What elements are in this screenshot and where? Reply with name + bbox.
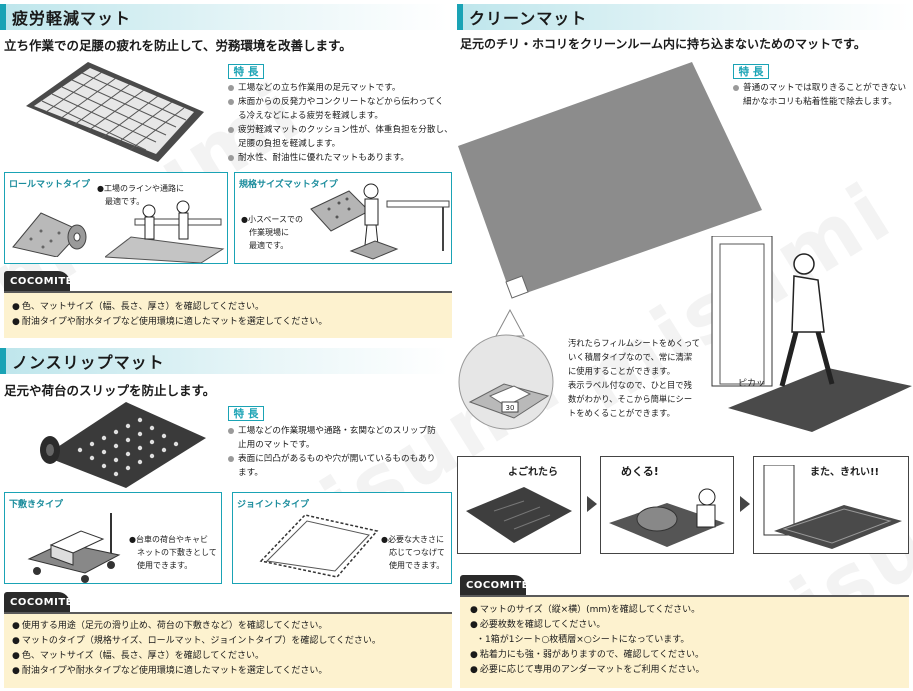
list-item: 表面に凹凸があるものや穴が開いているものもあり	[228, 452, 436, 466]
list-item: 普通のマットでは取りきることができない	[733, 81, 906, 95]
arrow-icon	[740, 496, 750, 512]
workers-illustration	[105, 200, 225, 263]
nonslip-lead: 足元や荷台のスリップを防止します。	[4, 383, 216, 398]
nonslip-check-list: ●使用する用途（足元の滑り止め、荷台の下敷きなど）を確認してください。 ●マット…	[12, 619, 381, 679]
dirty-mat-icon	[466, 487, 572, 543]
roll-mat-type-box: ロールマットタイプ ●工場のラインや通路に 最適です。	[4, 172, 228, 264]
nonslip-feature-badge: 特 長	[228, 406, 264, 421]
under-mat-note: ●台車の荷台やキャビ ネットの下敷きとして 使用できます。	[129, 535, 217, 570]
joint-mat-type-title: ジョイントタイプ	[237, 500, 310, 510]
roll-mat-note: ●工場のラインや通路に 最適です。	[97, 184, 184, 206]
under-mat-type-box: 下敷きタイプ ●台車の荷台やキャビ ネットの下敷きとして 使用できます。	[4, 492, 222, 584]
nonslip-section-header: ノンスリップマット	[0, 348, 448, 374]
clean-check-box: ●マットのサイズ（縦×横）(mm)を確認してください。 ●必要枚数を確認してくだ…	[460, 595, 909, 688]
step-panel-clean: また、きれい!!	[753, 456, 909, 554]
joint-mat-illustration	[259, 514, 379, 578]
fatigue-mat-illustration	[26, 62, 204, 162]
cocomite-badge: COCOMITE	[4, 271, 73, 291]
list-item: 細かなホコリも粘着性能で除去します。	[743, 97, 897, 107]
label-zoom-illustration: 30	[458, 308, 554, 430]
list-item: ●必要に応じて専用のアンダーマットをご利用ください。	[470, 665, 705, 675]
list-item: ●色、マットサイズ（幅、長さ、厚さ）を確認してください。	[12, 651, 265, 661]
cocomite-badge: COCOMITE	[460, 575, 529, 595]
list-item: 止用のマットです。	[238, 440, 315, 450]
list-item: ●マットのタイプ（規格サイズ、ロールマット、ジョイントタイプ）を確認してください…	[12, 636, 381, 646]
doorway-person-illustration: ピカッ	[711, 236, 912, 432]
step-panel-peel: めくる!	[600, 456, 734, 554]
list-item: 耐水性、耐油性に優れたマットもあります。	[228, 151, 453, 165]
clean-check-list: ●マットのサイズ（縦×横）(mm)を確認してください。 ●必要枚数を確認してくだ…	[470, 603, 705, 678]
list-item: ●使用する用途（足元の滑り止め、荷台の下敷きなど）を確認してください。	[12, 621, 328, 631]
clean-feature-badge: 特 長	[733, 64, 769, 79]
step-panel-dirty: よごれたら	[457, 456, 581, 554]
list-item: ●色、マットサイズ（幅、長さ、厚さ）を確認してください。	[12, 302, 265, 312]
list-item: 工場などの立ち作業用の足元マットです。	[228, 81, 453, 95]
fatigue-title: 疲労軽減マット	[12, 9, 132, 28]
roll-mat-type-title: ロールマットタイプ	[9, 180, 91, 190]
peeling-mat-icon	[609, 488, 725, 547]
clean-mat-sheet-illustration	[458, 62, 762, 299]
standard-mat-note: ●小スペースでの 作業現場に 最適です。	[241, 215, 304, 250]
list-item: ●耐油タイプや耐水タイプなど使用環境に適したマットを選定してください。	[12, 317, 328, 327]
nonslip-check-box: ●使用する用途（足元の滑り止め、荷台の下敷きなど）を確認してください。 ●マット…	[4, 612, 452, 688]
step3-label: また、きれい!!	[810, 467, 880, 478]
list-item: 工場などの作業現場や通路・玄関などのスリップ防	[228, 424, 436, 438]
fatigue-section-header: 疲労軽減マット	[0, 4, 448, 30]
fatigue-check-box: ●色、マットサイズ（幅、長さ、厚さ）を確認してください。 ●耐油タイプや耐水タイ…	[4, 291, 452, 338]
fatigue-feature-badge: 特 長	[228, 64, 264, 79]
clean-lead: 足元のチリ・ホコリをクリーンルーム内に持ち込まないためのマットです。	[460, 37, 866, 51]
clean-caption: 汚れたらフィルムシートをめくって いく積層タイプなので、常に清潔 に使用すること…	[568, 338, 701, 418]
clean-section-header: クリーンマット	[457, 4, 913, 30]
list-item: ・1箱が1シート○枚積層×○シートになっています。	[476, 635, 690, 645]
standard-mat-type-title: 規格サイズマットタイプ	[239, 180, 338, 190]
step1-label: よごれたら	[508, 467, 558, 478]
fatigue-lead: 立ち作業での足腰の疲れを防止して、労務環境を改善します。	[4, 38, 352, 53]
sign-text: ピカッ	[738, 378, 765, 389]
list-item: ●粘着力にも強・弱がありますので、確認してください。	[470, 650, 704, 660]
list-item: 疲労軽減マットのクッション性が、体重負担を分散し、	[228, 123, 453, 137]
nonslip-title: ノンスリップマット	[12, 353, 165, 372]
nonslip-feature-list: 工場などの作業現場や通路・玄関などのスリップ防 止用のマットです。 表面に凹凸が…	[228, 424, 436, 480]
list-item: ●マットのサイズ（縦×横）(mm)を確認してください。	[470, 605, 701, 615]
arrow-icon	[587, 496, 597, 512]
fatigue-check-list: ●色、マットサイズ（幅、長さ、厚さ）を確認してください。 ●耐油タイプや耐水タイ…	[12, 300, 327, 330]
under-mat-type-title: 下敷きタイプ	[9, 500, 64, 510]
roll-mat-illustration	[12, 212, 87, 257]
list-item: ●耐油タイプや耐水タイプなど使用環境に適したマットを選定してください。	[12, 666, 328, 676]
joint-mat-type-box: ジョイントタイプ ●必要な大きさに 応じてつなげて 使用できます。	[232, 492, 452, 584]
joint-mat-note: ●必要な大きさに 応じてつなげて 使用できます。	[381, 535, 445, 570]
step2-label: めくる!	[621, 465, 659, 478]
fatigue-feature-list: 工場などの立ち作業用の足元マットです。 床面からの反発力やコンクリートなどから伝…	[228, 81, 453, 165]
list-item: ます。	[238, 468, 263, 478]
list-item: 床面からの反発力やコンクリートなどから伝わってく	[228, 95, 453, 109]
standing-worker-illustration	[349, 183, 450, 260]
clean-mat-icon	[763, 465, 902, 549]
clean-feature-list: 普通のマットでは取りきることができない 細かなホコリも粘着性能で除去します。	[733, 81, 906, 109]
list-item: 足腰の負担を軽減します。	[238, 139, 341, 149]
nonslip-mat-illustration	[40, 402, 206, 488]
cocomite-badge: COCOMITE	[4, 592, 73, 612]
list-item: ●必要枚数を確認してください。	[470, 620, 606, 630]
cart-illustration	[27, 513, 121, 583]
list-item: る冷えなどによる疲労を軽減します。	[238, 111, 383, 121]
standard-mat-type-box: 規格サイズマットタイプ ●小スペースでの 作業現場に 最適です。	[234, 172, 452, 264]
label-number: 30	[506, 404, 515, 412]
clean-title: クリーンマット	[469, 9, 588, 28]
